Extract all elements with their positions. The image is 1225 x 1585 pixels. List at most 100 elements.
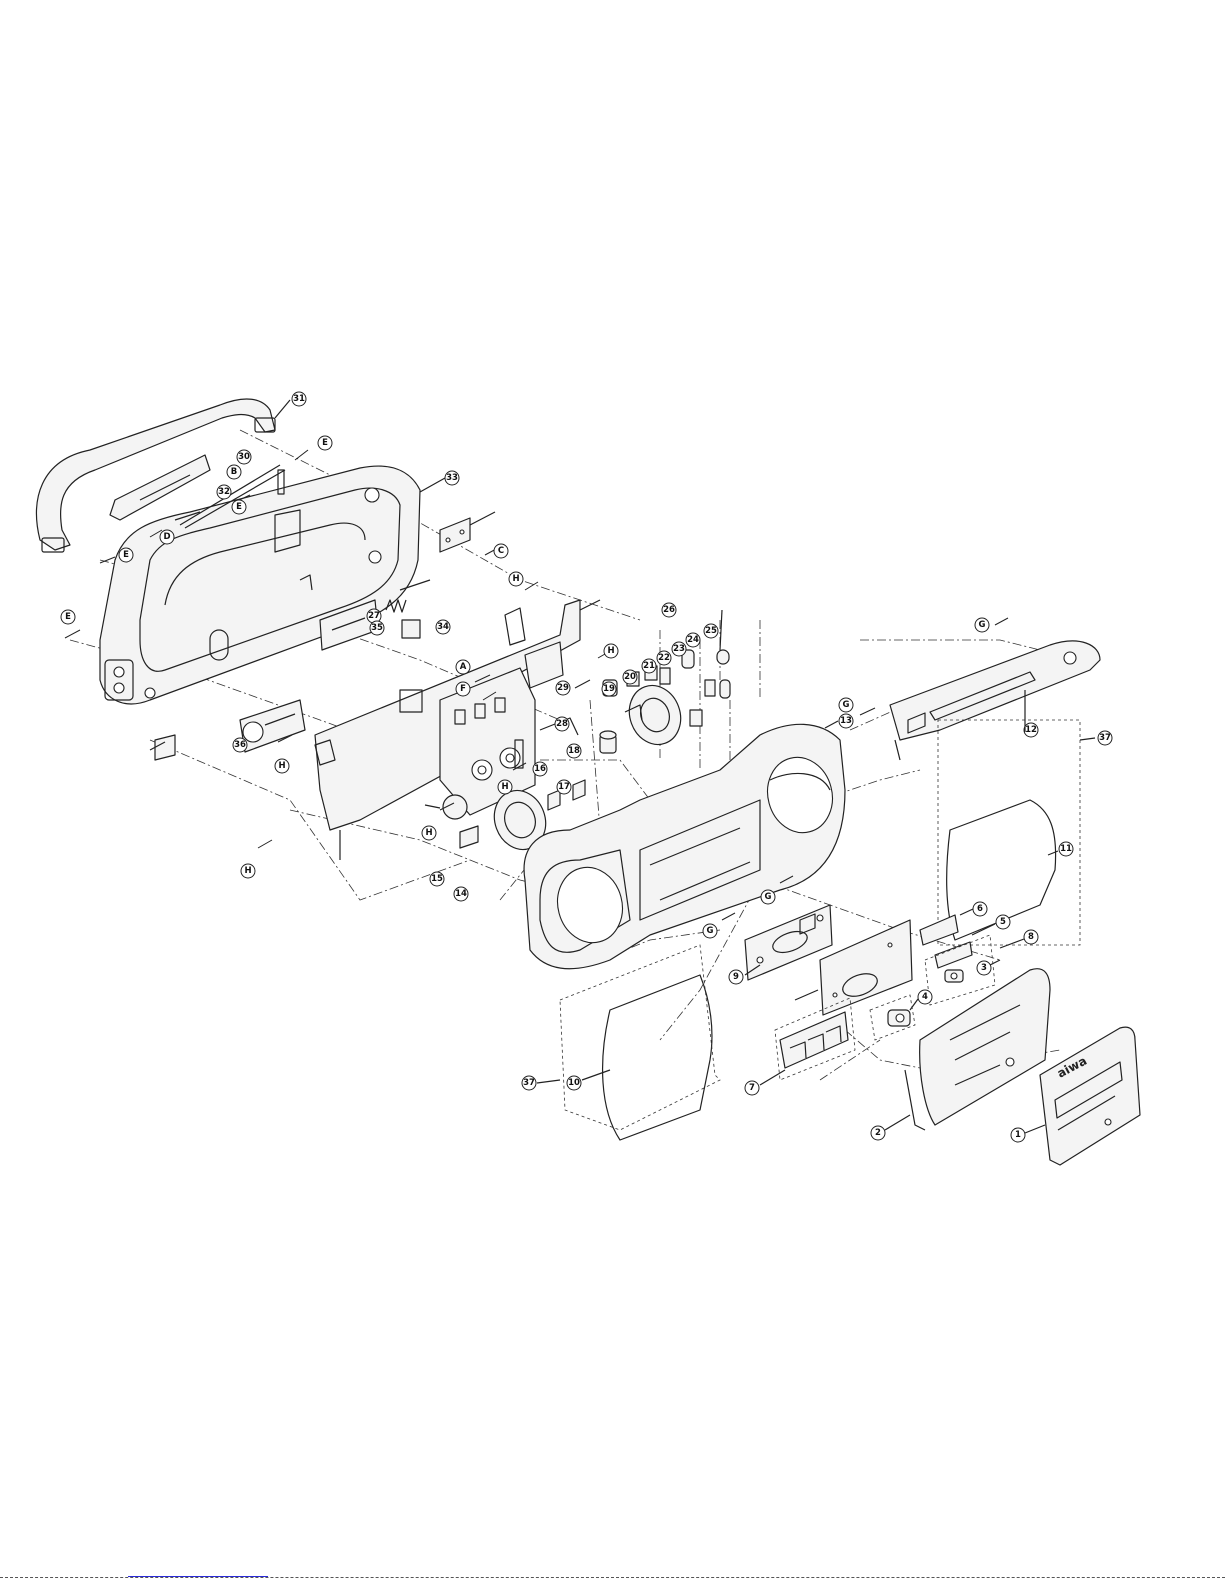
callout-5: 5 bbox=[996, 915, 1010, 929]
callout-9: 9 bbox=[729, 970, 743, 984]
svg-text:15: 15 bbox=[431, 874, 443, 884]
callout-E: E bbox=[232, 500, 246, 514]
callout-G: G bbox=[761, 890, 775, 904]
right-speaker bbox=[621, 678, 689, 751]
callout-35: 35 bbox=[370, 621, 384, 635]
svg-text:F: F bbox=[460, 684, 466, 694]
svg-text:8: 8 bbox=[1028, 932, 1034, 942]
callout-26: 26 bbox=[662, 603, 676, 617]
callout-28: 28 bbox=[555, 717, 569, 731]
svg-text:36: 36 bbox=[234, 740, 246, 750]
jack-plate bbox=[155, 735, 175, 760]
callout-H: H bbox=[604, 644, 618, 658]
svg-text:27: 27 bbox=[368, 611, 380, 621]
callout-32: 32 bbox=[217, 485, 231, 499]
svg-text:G: G bbox=[843, 700, 850, 710]
control-plate bbox=[745, 905, 832, 980]
svg-text:25: 25 bbox=[705, 626, 717, 636]
callout-F: F bbox=[456, 682, 470, 696]
callout-E: E bbox=[318, 436, 332, 450]
svg-text:35: 35 bbox=[371, 623, 383, 633]
svg-text:H: H bbox=[425, 828, 432, 838]
button-holder bbox=[870, 995, 915, 1040]
svg-text:30: 30 bbox=[238, 452, 250, 462]
display-window bbox=[920, 915, 972, 968]
svg-text:4: 4 bbox=[922, 992, 928, 1002]
svg-text:G: G bbox=[765, 892, 772, 902]
callout-12: 12 bbox=[1024, 723, 1038, 737]
callout-8: 8 bbox=[1024, 930, 1038, 944]
callout-18: 18 bbox=[567, 744, 581, 758]
svg-text:32: 32 bbox=[218, 487, 230, 497]
callout-3: 3 bbox=[977, 961, 991, 975]
svg-text:3: 3 bbox=[981, 963, 987, 973]
svg-text:29: 29 bbox=[557, 683, 569, 693]
callout-25: 25 bbox=[704, 624, 718, 638]
tuning-knob-assembly bbox=[240, 700, 305, 752]
callout-37: 37 bbox=[1098, 731, 1112, 745]
svg-text:11: 11 bbox=[1060, 844, 1072, 854]
svg-text:24: 24 bbox=[687, 635, 699, 645]
callout-2: 2 bbox=[871, 1126, 885, 1140]
callout-G: G bbox=[975, 618, 989, 632]
svg-text:H: H bbox=[607, 646, 614, 656]
svg-text:E: E bbox=[322, 438, 328, 448]
callout-20: 20 bbox=[623, 670, 637, 684]
callout-17: 17 bbox=[557, 780, 571, 794]
callout-16: 16 bbox=[533, 762, 547, 776]
svg-text:C: C bbox=[498, 546, 504, 556]
callout-H: H bbox=[275, 759, 289, 773]
callout-22: 22 bbox=[657, 651, 671, 665]
svg-text:20: 20 bbox=[624, 672, 636, 682]
callout-6: 6 bbox=[973, 902, 987, 916]
callout-A: A bbox=[456, 660, 470, 674]
svg-text:H: H bbox=[501, 782, 508, 792]
callout-33: 33 bbox=[445, 471, 459, 485]
callout-B: B bbox=[227, 465, 241, 479]
svg-text:23: 23 bbox=[673, 644, 685, 654]
operation-buttons bbox=[775, 998, 855, 1080]
volume-knob bbox=[600, 731, 616, 753]
callout-7: 7 bbox=[745, 1081, 759, 1095]
callout-C: C bbox=[494, 544, 508, 558]
top-panel bbox=[890, 641, 1100, 760]
svg-text:31: 31 bbox=[293, 394, 305, 404]
svg-text:H: H bbox=[244, 866, 251, 876]
svg-text:E: E bbox=[236, 502, 242, 512]
svg-text:G: G bbox=[979, 620, 986, 630]
front-escutcheon: aiwa bbox=[1040, 1027, 1140, 1165]
callout-19: 19 bbox=[602, 682, 616, 696]
svg-text:G: G bbox=[707, 926, 714, 936]
svg-text:5: 5 bbox=[1000, 917, 1006, 927]
control-pcb bbox=[820, 920, 912, 1015]
callout-30: 30 bbox=[237, 450, 251, 464]
svg-text:E: E bbox=[123, 550, 129, 560]
callout-36: 36 bbox=[233, 738, 247, 752]
svg-text:10: 10 bbox=[568, 1078, 580, 1088]
svg-text:22: 22 bbox=[658, 653, 670, 663]
svg-text:21: 21 bbox=[643, 661, 655, 671]
svg-text:18: 18 bbox=[568, 746, 580, 756]
callout-E: E bbox=[61, 610, 75, 624]
terminal-plate bbox=[440, 518, 470, 552]
svg-text:A: A bbox=[460, 662, 467, 672]
footer-rule bbox=[0, 1577, 1225, 1578]
right-grille bbox=[938, 720, 1080, 945]
svg-text:B: B bbox=[231, 467, 237, 477]
callout-29: 29 bbox=[556, 681, 570, 695]
callout-15: 15 bbox=[430, 872, 444, 886]
svg-text:26: 26 bbox=[663, 605, 675, 615]
callout-11: 11 bbox=[1059, 842, 1073, 856]
callout-21: 21 bbox=[642, 659, 656, 673]
svg-text:37: 37 bbox=[523, 1078, 535, 1088]
svg-text:33: 33 bbox=[446, 473, 458, 483]
footer-link-underline[interactable] bbox=[128, 1566, 268, 1577]
callout-G: G bbox=[839, 698, 853, 712]
svg-text:34: 34 bbox=[437, 622, 449, 632]
callout-34: 34 bbox=[436, 620, 450, 634]
callout-H: H bbox=[422, 826, 436, 840]
callout-13: 13 bbox=[839, 714, 853, 728]
svg-text:H: H bbox=[512, 574, 519, 584]
svg-text:13: 13 bbox=[840, 716, 852, 726]
